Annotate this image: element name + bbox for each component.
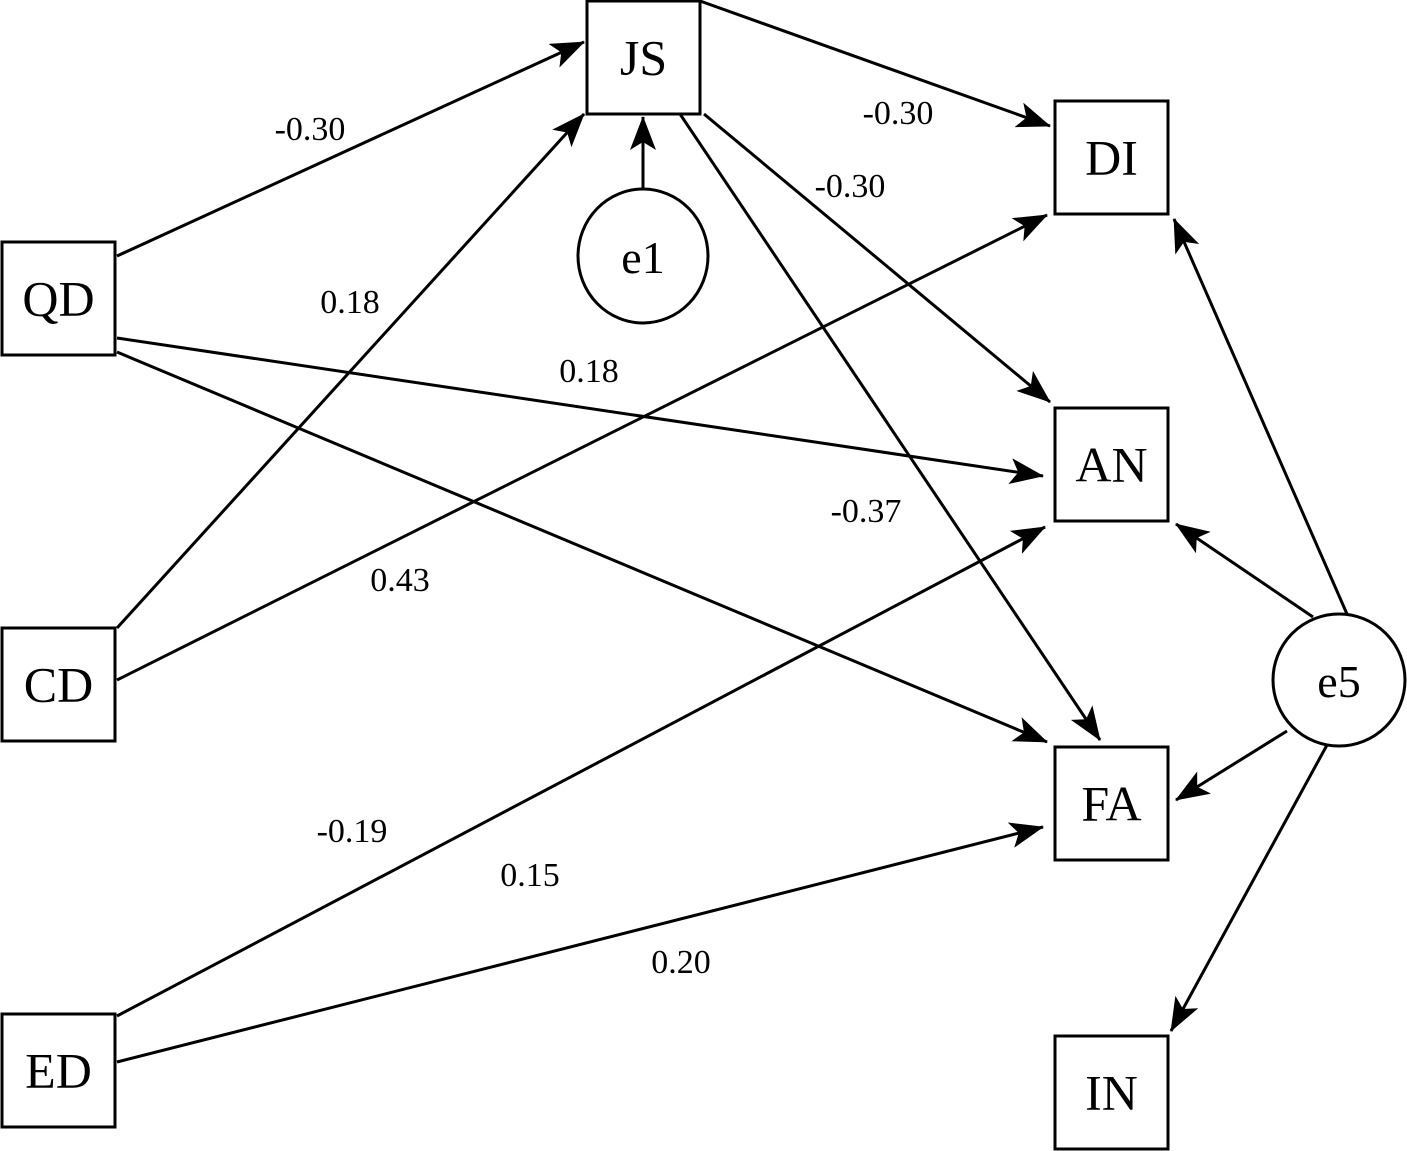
edge-label-cd-di: 0.43: [370, 562, 430, 599]
node-label: FA: [1081, 776, 1141, 832]
edge-js-fa: [678, 113, 1102, 741]
node-label: AN: [1075, 437, 1147, 493]
node-di: DI: [1053, 99, 1170, 216]
node-box: [1053, 406, 1170, 523]
error-circle: [576, 187, 710, 325]
edge-js-an: [703, 112, 1051, 404]
edges-layer: [115, 0, 1349, 1064]
node-cd: CD: [0, 626, 117, 743]
node-box: [0, 240, 117, 357]
edge-e5-an: [1175, 522, 1314, 619]
node-js: JS: [585, 0, 702, 116]
node-qd: QD: [0, 240, 117, 357]
edge-e5-in: [1169, 744, 1329, 1032]
edge-js-di: [699, 0, 1051, 128]
edge-label-qd-js: -0.30: [275, 111, 346, 148]
edge-label-extra: 0.20: [651, 944, 711, 981]
node-label: CD: [24, 657, 93, 713]
edge-label-js-di: -0.30: [863, 95, 934, 132]
node-box: [1053, 1034, 1170, 1151]
node-label: e1: [621, 232, 664, 283]
node-e1: e1: [576, 187, 710, 325]
error-circle: [1271, 612, 1407, 748]
node-box: [585, 0, 702, 116]
edge-e5-fa: [1175, 729, 1288, 802]
edge-qd-an: [116, 336, 1044, 484]
node-box: [0, 1012, 117, 1129]
edge-labels-layer: -0.30 0.18 -0.30 -0.30 -0.37 0.18 0.43 -0.19 0.1…: [275, 95, 934, 981]
node-label: DI: [1085, 130, 1138, 186]
edge-label-ed-fa: 0.15: [500, 857, 560, 894]
node-label: JS: [620, 30, 667, 86]
edge-cd-di: [116, 213, 1048, 682]
node-label: ED: [25, 1043, 92, 1099]
node-box: [1053, 745, 1170, 862]
node-label: QD: [22, 271, 94, 327]
node-fa: FA: [1053, 745, 1170, 862]
edge-ed-fa: [116, 822, 1044, 1064]
edge-ed-an: [116, 525, 1046, 1018]
node-e5: e5: [1271, 612, 1407, 748]
edge-label-qd-an: 0.18: [559, 353, 619, 390]
node-an: AN: [1053, 406, 1170, 523]
edge-cd-js: [115, 112, 586, 630]
node-box: [1053, 99, 1170, 216]
node-box: [0, 626, 117, 743]
node-ed: ED: [0, 1012, 117, 1129]
node-label: e5: [1317, 656, 1360, 707]
node-label: IN: [1085, 1065, 1138, 1121]
edge-e5-di: [1172, 218, 1349, 615]
edge-qd-js: [116, 40, 585, 258]
edge-label-js-fa: -0.37: [831, 493, 902, 530]
edge-label-cd-js: 0.18: [320, 284, 380, 321]
edge-qd-fa: [116, 350, 1048, 744]
edge-label-ed-an: -0.19: [317, 813, 388, 850]
edge-label-js-an: -0.30: [815, 168, 886, 205]
node-in: IN: [1053, 1034, 1170, 1151]
